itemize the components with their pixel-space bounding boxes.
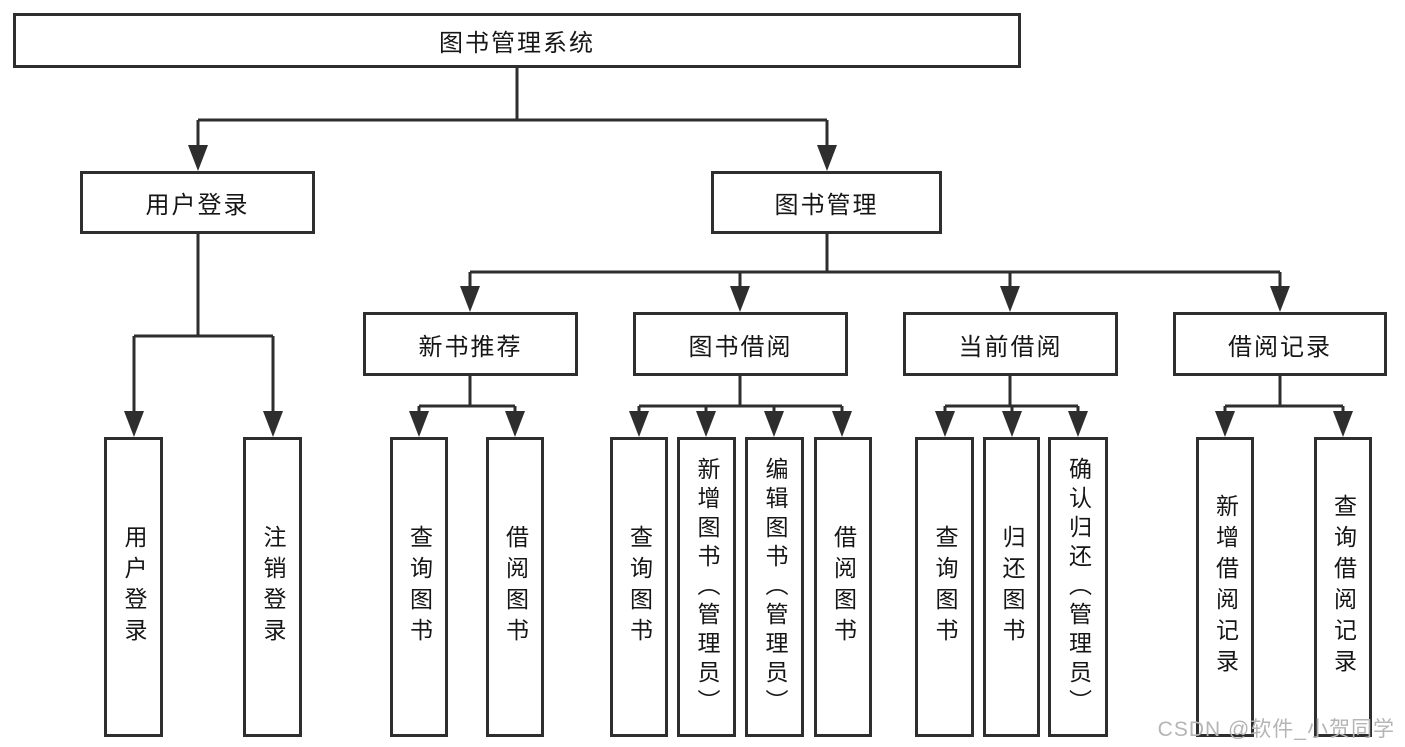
leaf-bb-query-books-label: 查询图书 [626, 525, 653, 649]
node-book-management: 图书管理 [711, 171, 942, 234]
leaf-cb-query-books: 查询图书 [915, 437, 974, 737]
leaf-br-query-record-label: 查询借阅记录 [1330, 494, 1357, 680]
connector-new-book-rec-children [409, 376, 525, 437]
connector-root-to-level2 [188, 68, 837, 171]
node-borrow-records: 借阅记录 [1173, 312, 1387, 376]
node-current-borrowing: 当前借阅 [903, 312, 1118, 376]
node-new-book-recommend: 新书推荐 [363, 312, 578, 376]
leaf-bb-edit-books-admin: 编辑图书（管理员） [745, 437, 804, 737]
node-root-system: 图书管理系统 [13, 13, 1021, 68]
node-book-borrowing: 图书借阅 [633, 312, 848, 376]
leaf-cb-confirm-return-admin: 确认归还（管理员） [1048, 437, 1108, 737]
node-new-book-recommend-label: 新书推荐 [418, 333, 523, 361]
leaf-user-login-label: 用户登录 [121, 525, 147, 649]
connector-user-login-children [124, 234, 283, 437]
leaf-rec-borrow-books-label: 借阅图书 [502, 525, 529, 649]
connector-book-mgmt-children [460, 234, 1290, 312]
node-user-login-label: 用户登录 [145, 192, 250, 219]
node-root-system-label: 图书管理系统 [439, 30, 595, 57]
leaf-bb-add-books-admin: 新增图书（管理员） [677, 437, 736, 737]
leaf-cb-query-books-label: 查询图书 [932, 525, 958, 649]
connector-book-borrow-children [629, 376, 852, 437]
leaf-br-add-record-label: 新增借阅记录 [1212, 494, 1239, 680]
node-user-login: 用户登录 [80, 171, 315, 234]
node-book-borrowing-label: 图书借阅 [688, 333, 793, 361]
leaf-bb-borrow-books-label: 借阅图书 [830, 525, 857, 649]
watermark: CSDN @软件_小贺同学 [1157, 718, 1395, 741]
leaf-bb-edit-books-admin-label: 编辑图书（管理员） [762, 456, 788, 718]
leaf-rec-borrow-books: 借阅图书 [486, 437, 544, 737]
leaf-cb-confirm-return-admin-label: 确认归还（管理员） [1065, 456, 1092, 718]
node-borrow-records-label: 借阅记录 [1228, 333, 1332, 361]
connector-current-borrow-children [935, 376, 1088, 437]
node-book-management-label: 图书管理 [774, 192, 879, 219]
leaf-logout-label: 注销登录 [260, 525, 286, 649]
leaf-br-add-record: 新增借阅记录 [1196, 437, 1254, 737]
leaf-bb-query-books: 查询图书 [610, 437, 668, 737]
connector-borrow-records-children [1215, 376, 1353, 437]
leaf-cb-return-books: 归还图书 [983, 437, 1040, 737]
leaf-bb-borrow-books: 借阅图书 [814, 437, 872, 737]
leaf-user-login: 用户登录 [104, 437, 163, 737]
leaf-cb-return-books-label: 归还图书 [999, 525, 1025, 649]
leaf-rec-query-books-label: 查询图书 [406, 525, 433, 649]
leaf-logout: 注销登录 [243, 437, 302, 737]
leaf-rec-query-books: 查询图书 [390, 437, 448, 737]
node-current-borrowing-label: 当前借阅 [958, 333, 1063, 361]
leaf-br-query-record: 查询借阅记录 [1314, 437, 1372, 737]
leaf-bb-add-books-admin-label: 新增图书（管理员） [694, 456, 720, 718]
